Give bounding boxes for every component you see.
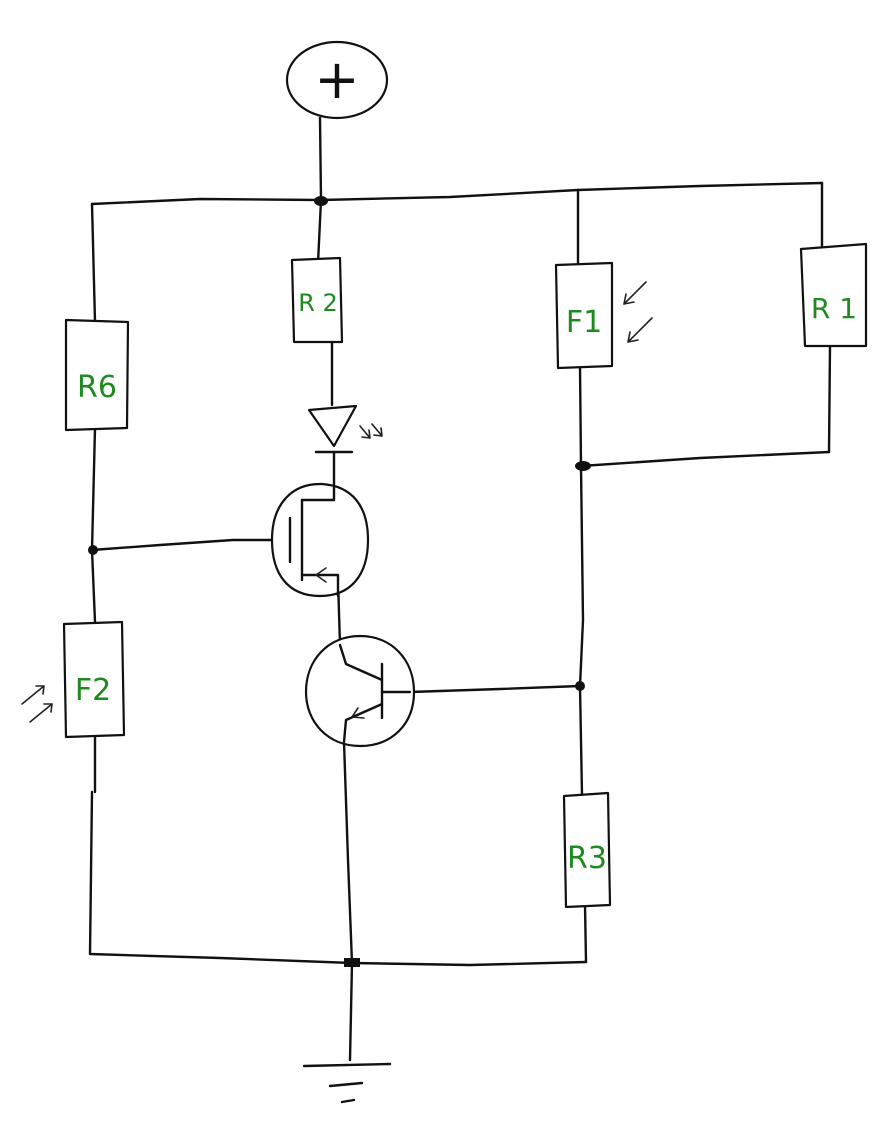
wire-left-top — [90, 202, 97, 324]
resistor-r1: R 1 — [799, 242, 868, 348]
wires — [88, 116, 832, 1062]
wire-r1-return — [579, 450, 831, 468]
wire-right-mid — [578, 464, 585, 688]
wire-top-rail-right — [576, 181, 824, 192]
ground-symbol — [302, 1062, 392, 1104]
wire-supply-to-rail — [318, 116, 323, 202]
bjt-collector — [338, 643, 384, 682]
r6-label: R6 — [77, 370, 117, 405]
bjt-emitter — [342, 702, 384, 744]
mosfet-transistor — [270, 482, 370, 598]
resistor-r2: R 2 — [290, 256, 344, 344]
wire-ground-lead — [348, 961, 354, 1062]
junction-dot — [575, 461, 591, 471]
photoresistor-f1: F1 — [554, 261, 653, 370]
junction-dot — [314, 196, 328, 206]
power-supply: + — [285, 40, 389, 120]
ground-line-3 — [340, 1098, 356, 1104]
bjt-transistor — [304, 634, 416, 748]
wire-r3-bottom — [583, 903, 588, 964]
wire-r1-bottom — [827, 344, 832, 454]
mosfet-source — [300, 573, 340, 598]
junctions — [88, 196, 591, 967]
r1-label: R 1 — [811, 292, 857, 325]
wire-bottom-left — [88, 790, 354, 965]
supply-plus-label: + — [314, 48, 359, 111]
wire-f1-bottom — [578, 364, 583, 468]
wire-bottom-right — [350, 960, 588, 967]
photoresistor-f2: F2 — [21, 620, 126, 739]
wire-emitter-down — [342, 740, 354, 965]
ground-line-1 — [302, 1062, 392, 1068]
light-emission-icon — [359, 423, 383, 439]
resistor-r3: R3 — [562, 791, 612, 909]
mosfet-arrow-icon — [315, 567, 327, 583]
junction-dot — [575, 681, 585, 691]
f1-label: F1 — [566, 305, 602, 340]
r2-label: R 2 — [298, 289, 338, 317]
resistor-r6: R6 — [64, 318, 130, 432]
wire-gate-feed — [90, 538, 292, 552]
wire-left-mid — [90, 426, 97, 624]
wire-r2-top — [316, 198, 323, 265]
supply-circle — [285, 40, 389, 120]
wire-r3-top — [578, 684, 584, 797]
r3-label: R3 — [567, 841, 607, 876]
junction-dot — [344, 958, 360, 967]
bjt-emitter-arrow-icon — [351, 707, 365, 719]
ground-line-2 — [328, 1081, 364, 1088]
wire-base-feed — [408, 684, 582, 694]
mosfet-drain — [300, 482, 336, 502]
light-arrows-icon — [21, 685, 53, 723]
light-arrows-icon — [623, 281, 653, 343]
wire-top-rail — [90, 188, 580, 206]
junction-dot — [88, 545, 98, 555]
f2-label: F2 — [75, 673, 111, 708]
led-diode — [307, 404, 383, 454]
